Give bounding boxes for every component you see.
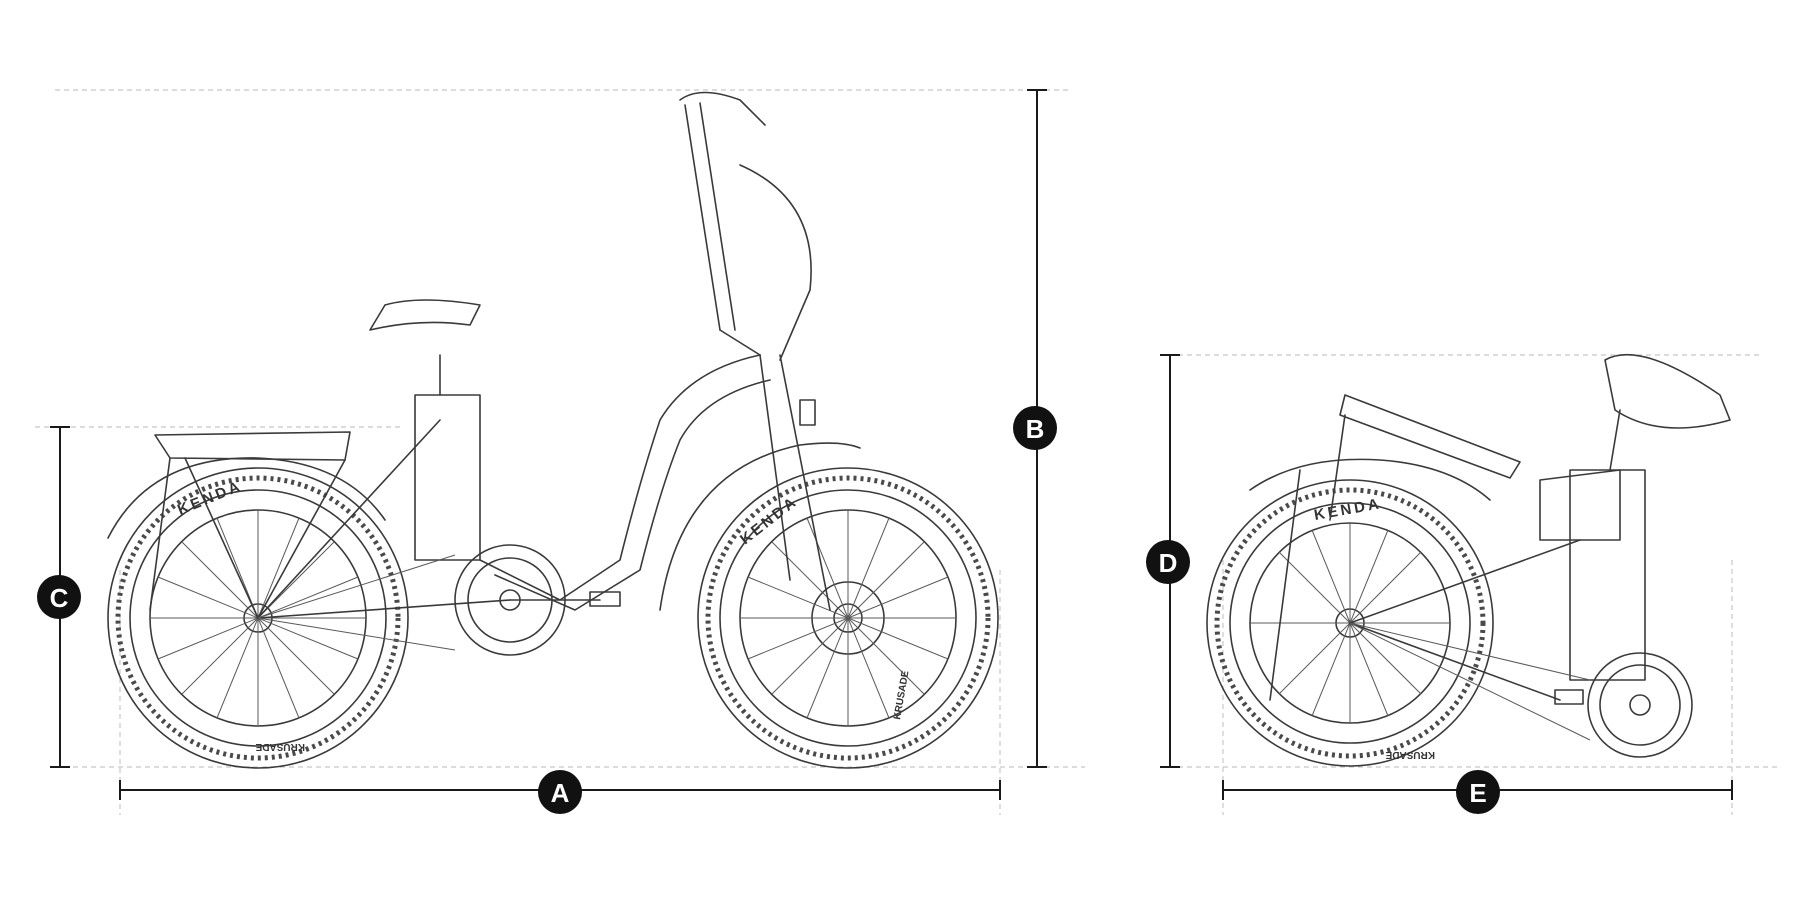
unfolded-bike-sketch: KENDA KRUSADE KENDA KRUSADE	[107, 91, 999, 769]
front-wheel: KENDA KRUSADE	[697, 467, 999, 769]
front-tire-model: KRUSADE	[892, 670, 911, 721]
badge-b	[1013, 406, 1057, 450]
rear-fender	[107, 457, 386, 539]
label-e: E	[1469, 778, 1486, 808]
label-d: D	[1159, 548, 1178, 578]
dimension-b: B	[1013, 89, 1057, 768]
folded-chainring	[1349, 622, 1693, 758]
folded-tire-model: KRUSADE	[1385, 749, 1435, 760]
rear-tire-model: KRUSADE	[255, 741, 305, 752]
label-c: C	[50, 583, 69, 613]
badge-a	[538, 770, 582, 814]
rear-rack	[149, 431, 351, 619]
badge-c	[37, 575, 81, 619]
badge-e	[1456, 770, 1500, 814]
dimension-c: C	[37, 426, 81, 768]
folded-rack	[1269, 394, 1521, 701]
folded-tire-brand: KENDA	[1313, 495, 1383, 524]
dimension-d: D	[1146, 354, 1190, 768]
folded-fender	[1249, 458, 1491, 501]
dimension-a: A	[119, 770, 1001, 814]
folded-frame	[1349, 353, 1731, 701]
dimension-e: E	[1222, 770, 1733, 814]
front-fender	[659, 442, 861, 611]
frame	[257, 91, 831, 619]
guide-lines	[35, 89, 1780, 815]
label-a: A	[551, 778, 570, 808]
label-b: B	[1026, 414, 1045, 444]
badge-d	[1146, 540, 1190, 584]
chainring	[257, 544, 621, 656]
folded-bike-sketch: KENDA KRUSADE	[1206, 353, 1731, 767]
